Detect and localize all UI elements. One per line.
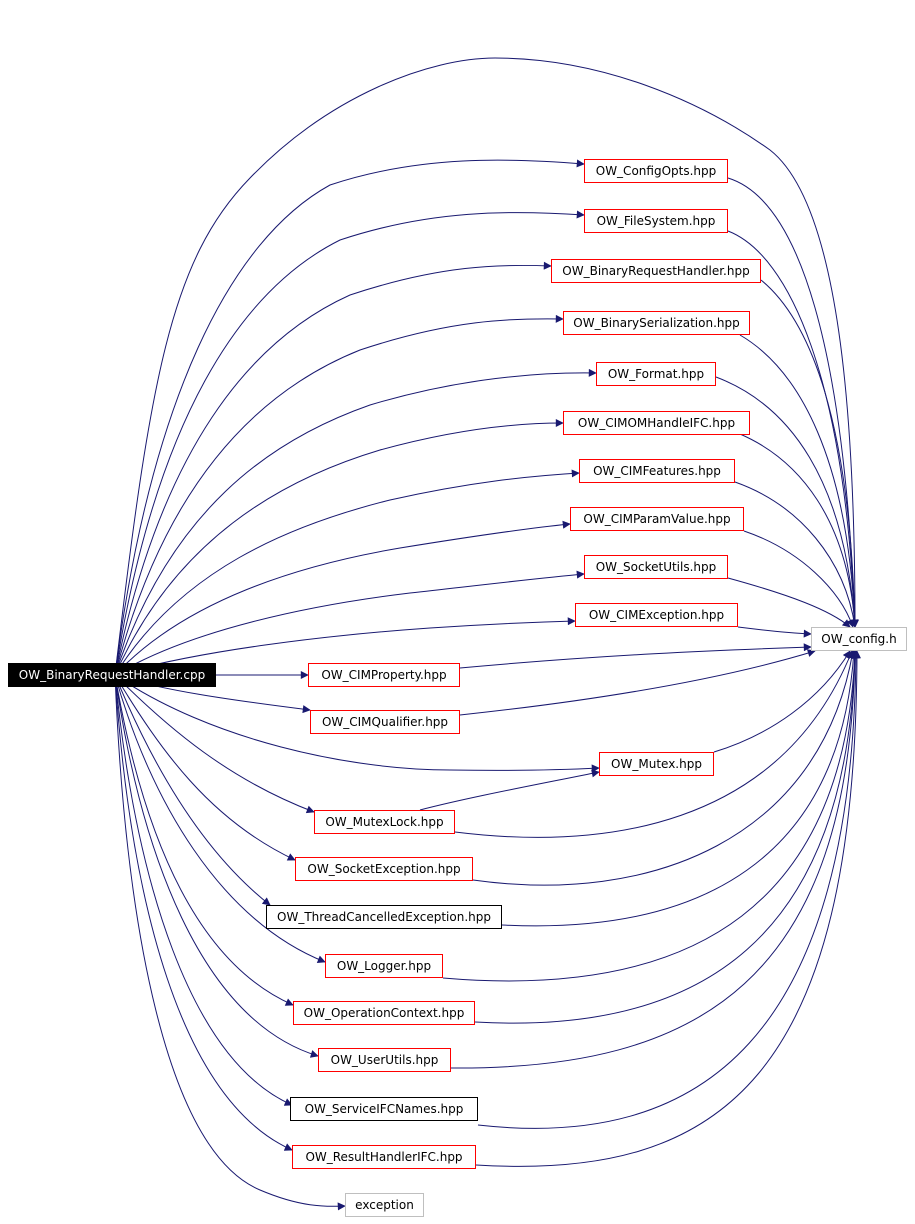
include-node-binaryserialization[interactable]: OW_BinarySerialization.hpp	[563, 311, 750, 335]
include-node-resulthandlerifc[interactable]: OW_ResultHandlerIFC.hpp	[292, 1145, 476, 1169]
edge-to-threadcancelledexception	[114, 674, 271, 906]
edge-cimqualifier-to-config	[459, 649, 816, 716]
root-curve-to-config	[114, 57, 859, 676]
include-node-mutex[interactable]: OW_Mutex.hpp	[599, 752, 714, 776]
edge-cimfeatures-to-config	[734, 481, 858, 628]
include-node-filesystem[interactable]: OW_FileSystem.hpp	[584, 209, 728, 233]
include-node-userutils[interactable]: OW_UserUtils.hpp	[318, 1048, 451, 1072]
edge-to-cimexception	[114, 617, 576, 676]
edge-format-to-config	[715, 376, 859, 628]
edge-to-operationcontext	[114, 674, 294, 1006]
edge-to-exception	[114, 674, 346, 1211]
include-node-binaryrequesthandler-hpp[interactable]: OW_BinaryRequestHandler.hpp	[551, 259, 761, 283]
include-node-cimproperty[interactable]: OW_CIMProperty.hpp	[308, 663, 460, 687]
include-node-cimfeatures[interactable]: OW_CIMFeatures.hpp	[579, 459, 735, 483]
edge-to-userutils	[114, 674, 319, 1058]
edge-to-binaryrequesthandler	[114, 261, 552, 676]
include-node-cimparamvalue[interactable]: OW_CIMParamValue.hpp	[570, 507, 744, 531]
edge-to-resulthandlerifc	[114, 674, 293, 1151]
edge-binaryserialization-to-config	[739, 334, 859, 628]
edge-socketutils-to-config	[727, 577, 851, 628]
include-node-socketexception[interactable]: OW_SocketException.hpp	[295, 857, 473, 881]
edge-to-mutexlock	[114, 674, 315, 814]
include-node-serviceifcnames[interactable]: OW_ServiceIFCNames.hpp	[290, 1097, 478, 1121]
include-node-cimomhandleifc[interactable]: OW_CIMOMHandleIFC.hpp	[563, 411, 750, 435]
edge-cimproperty-to-config	[459, 643, 812, 669]
edge-to-socketexception	[114, 674, 296, 861]
edge-mutex-to-config	[713, 650, 851, 753]
edge-to-binaryserialization	[114, 314, 564, 676]
root-node: OW_BinaryRequestHandler.cpp	[8, 663, 216, 687]
edge-to-format	[114, 368, 597, 676]
edge-mutexlock-to-mutex	[419, 769, 600, 811]
include-node-cimqualifier[interactable]: OW_CIMQualifier.hpp	[310, 710, 460, 734]
edge-resulthandlerifc-to-config	[475, 650, 861, 1167]
config-h-node: OW_config.h	[811, 627, 907, 651]
include-node-exception: exception	[345, 1193, 424, 1217]
edge-to-socketutils	[114, 570, 585, 676]
edge-filesystem-to-config	[727, 230, 859, 628]
edge-serviceifcnames-to-config	[477, 650, 860, 1129]
edge-threadcancelledexception-to-config	[501, 650, 858, 927]
include-node-cimexception[interactable]: OW_CIMException.hpp	[575, 603, 738, 627]
edge-operationcontext-to-config	[474, 650, 859, 1024]
edge-to-serviceifcnames	[114, 674, 293, 1106]
edge-configopts-to-config	[727, 177, 859, 628]
edge-to-logger	[114, 674, 326, 964]
edge-to-cimfeatures	[114, 469, 580, 676]
edge-to-filesystem	[114, 210, 585, 676]
include-node-logger[interactable]: OW_Logger.hpp	[325, 954, 443, 978]
edge-to-cimparamvalue	[114, 520, 571, 676]
edge-to-cimomhandleifc	[114, 419, 564, 676]
edge-logger-to-config	[442, 650, 859, 982]
include-node-configopts[interactable]: OW_ConfigOpts.hpp	[584, 159, 728, 183]
include-node-operationcontext[interactable]: OW_OperationContext.hpp	[293, 1001, 475, 1025]
include-node-socketutils[interactable]: OW_SocketUtils.hpp	[584, 555, 728, 579]
include-node-mutexlock[interactable]: OW_MutexLock.hpp	[314, 810, 455, 834]
edge-socketexception-to-config	[472, 650, 856, 886]
edge-binaryrequesthandler-to-config	[760, 279, 859, 628]
include-node-format[interactable]: OW_Format.hpp	[596, 362, 716, 386]
edge-userutils-to-config	[450, 650, 859, 1069]
edge-mutexlock-to-config	[454, 650, 854, 838]
edge-cimexception-to-config	[737, 626, 812, 638]
edge-to-mutex	[114, 674, 600, 773]
include-node-threadcancelledexception[interactable]: OW_ThreadCancelledException.hpp	[266, 905, 502, 929]
edge-cimomhandleifc-to-config	[739, 433, 859, 628]
edge-cimparamvalue-to-config	[743, 530, 855, 628]
edge-to-configopts	[114, 159, 585, 676]
